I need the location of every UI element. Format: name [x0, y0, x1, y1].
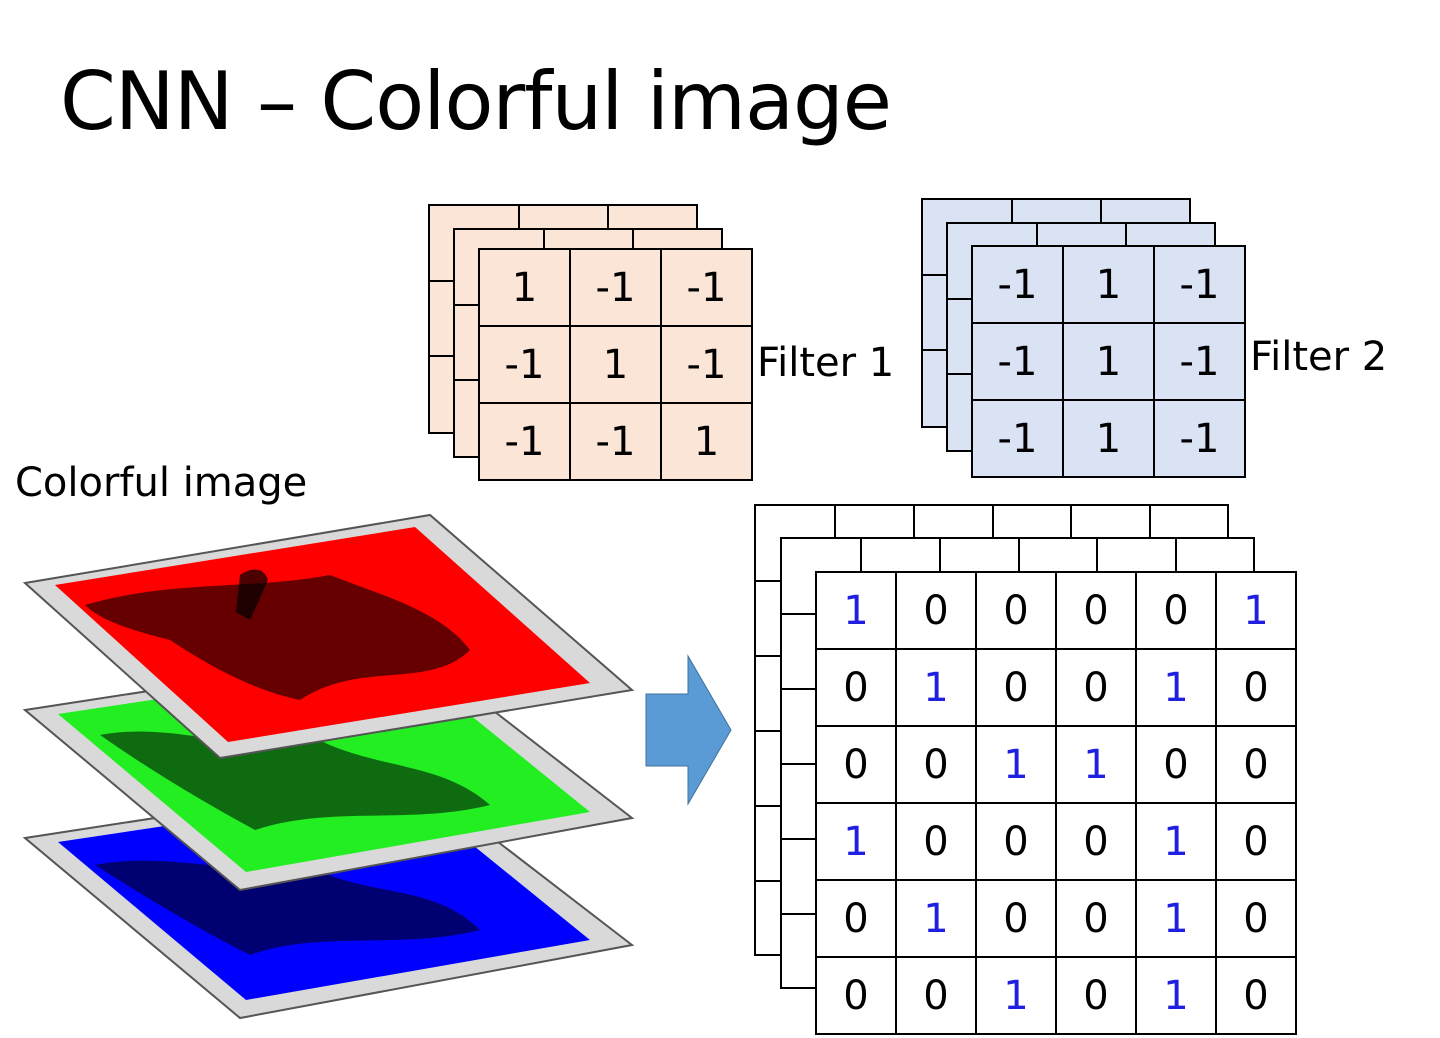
- output-cell: 0: [815, 648, 897, 727]
- output-cell: 0: [1055, 648, 1137, 727]
- output-cell: 0: [895, 802, 977, 881]
- output-cell: 1: [815, 802, 897, 881]
- output-cell: 1: [975, 725, 1057, 804]
- output-cell: 0: [975, 648, 1057, 727]
- filter2-cell: 1: [1062, 399, 1155, 478]
- output-cell: 0: [1215, 956, 1297, 1035]
- filter1-cell: -1: [660, 325, 753, 404]
- output-cell: 0: [1055, 879, 1137, 958]
- output-cell: 0: [895, 725, 977, 804]
- filter1-cell: -1: [660, 248, 753, 327]
- filter1-cell: -1: [569, 248, 662, 327]
- output-cell: 1: [895, 879, 977, 958]
- output-cell: 1: [895, 648, 977, 727]
- filter2-cell: -1: [971, 322, 1064, 401]
- filter2-cell: -1: [1153, 245, 1246, 324]
- filter2-cell: 1: [1062, 322, 1155, 401]
- output-cell: 0: [1215, 648, 1297, 727]
- output-cell: 1: [1135, 802, 1217, 881]
- filter2-cell: 1: [1062, 245, 1155, 324]
- output-cell: 0: [1215, 725, 1297, 804]
- output-cell: 1: [815, 571, 897, 650]
- filter1-label: Filter 1: [757, 340, 895, 386]
- output-cell: 0: [1215, 802, 1297, 881]
- filter1-row: 1-1-1: [478, 248, 753, 327]
- right-arrow-icon: [645, 654, 732, 806]
- filter1-cell: -1: [478, 402, 571, 481]
- filter1-cell: 1: [569, 325, 662, 404]
- filter1-cell: -1: [569, 402, 662, 481]
- output-cell: 1: [975, 956, 1057, 1035]
- output-cell: 0: [895, 571, 977, 650]
- filter2-cell: -1: [971, 399, 1064, 478]
- output-cell: 1: [1215, 571, 1297, 650]
- output-cell: 0: [815, 956, 897, 1035]
- colorful-image-label: Colorful image: [15, 460, 308, 506]
- filter2-cell: -1: [1153, 399, 1246, 478]
- output-cell: 1: [1135, 648, 1217, 727]
- output-cell: 0: [1055, 956, 1137, 1035]
- output-cell: 1: [1135, 879, 1217, 958]
- output-cell: 0: [815, 879, 897, 958]
- filter1-cell: 1: [478, 248, 571, 327]
- output-cell: 0: [1055, 571, 1137, 650]
- filter2-label: Filter 2: [1250, 334, 1388, 380]
- output-cell: 0: [1215, 879, 1297, 958]
- output-cell: 0: [975, 879, 1057, 958]
- output-cell: 0: [1055, 802, 1137, 881]
- output-cell: 0: [975, 802, 1057, 881]
- output-cell: 0: [975, 571, 1057, 650]
- red-channel-layer: [22, 513, 635, 760]
- output-cell: 0: [1135, 571, 1217, 650]
- filter2-cell: -1: [1153, 322, 1246, 401]
- output-cell: 0: [815, 725, 897, 804]
- filter2-cell: -1: [971, 245, 1064, 324]
- slide-title: CNN – Colorful image: [60, 55, 892, 148]
- output-cell: 0: [1135, 725, 1217, 804]
- filter1-cell: -1: [478, 325, 571, 404]
- filter1-cell: 1: [660, 402, 753, 481]
- output-cell: 1: [1055, 725, 1137, 804]
- output-cell: 0: [895, 956, 977, 1035]
- output-cell: 1: [1135, 956, 1217, 1035]
